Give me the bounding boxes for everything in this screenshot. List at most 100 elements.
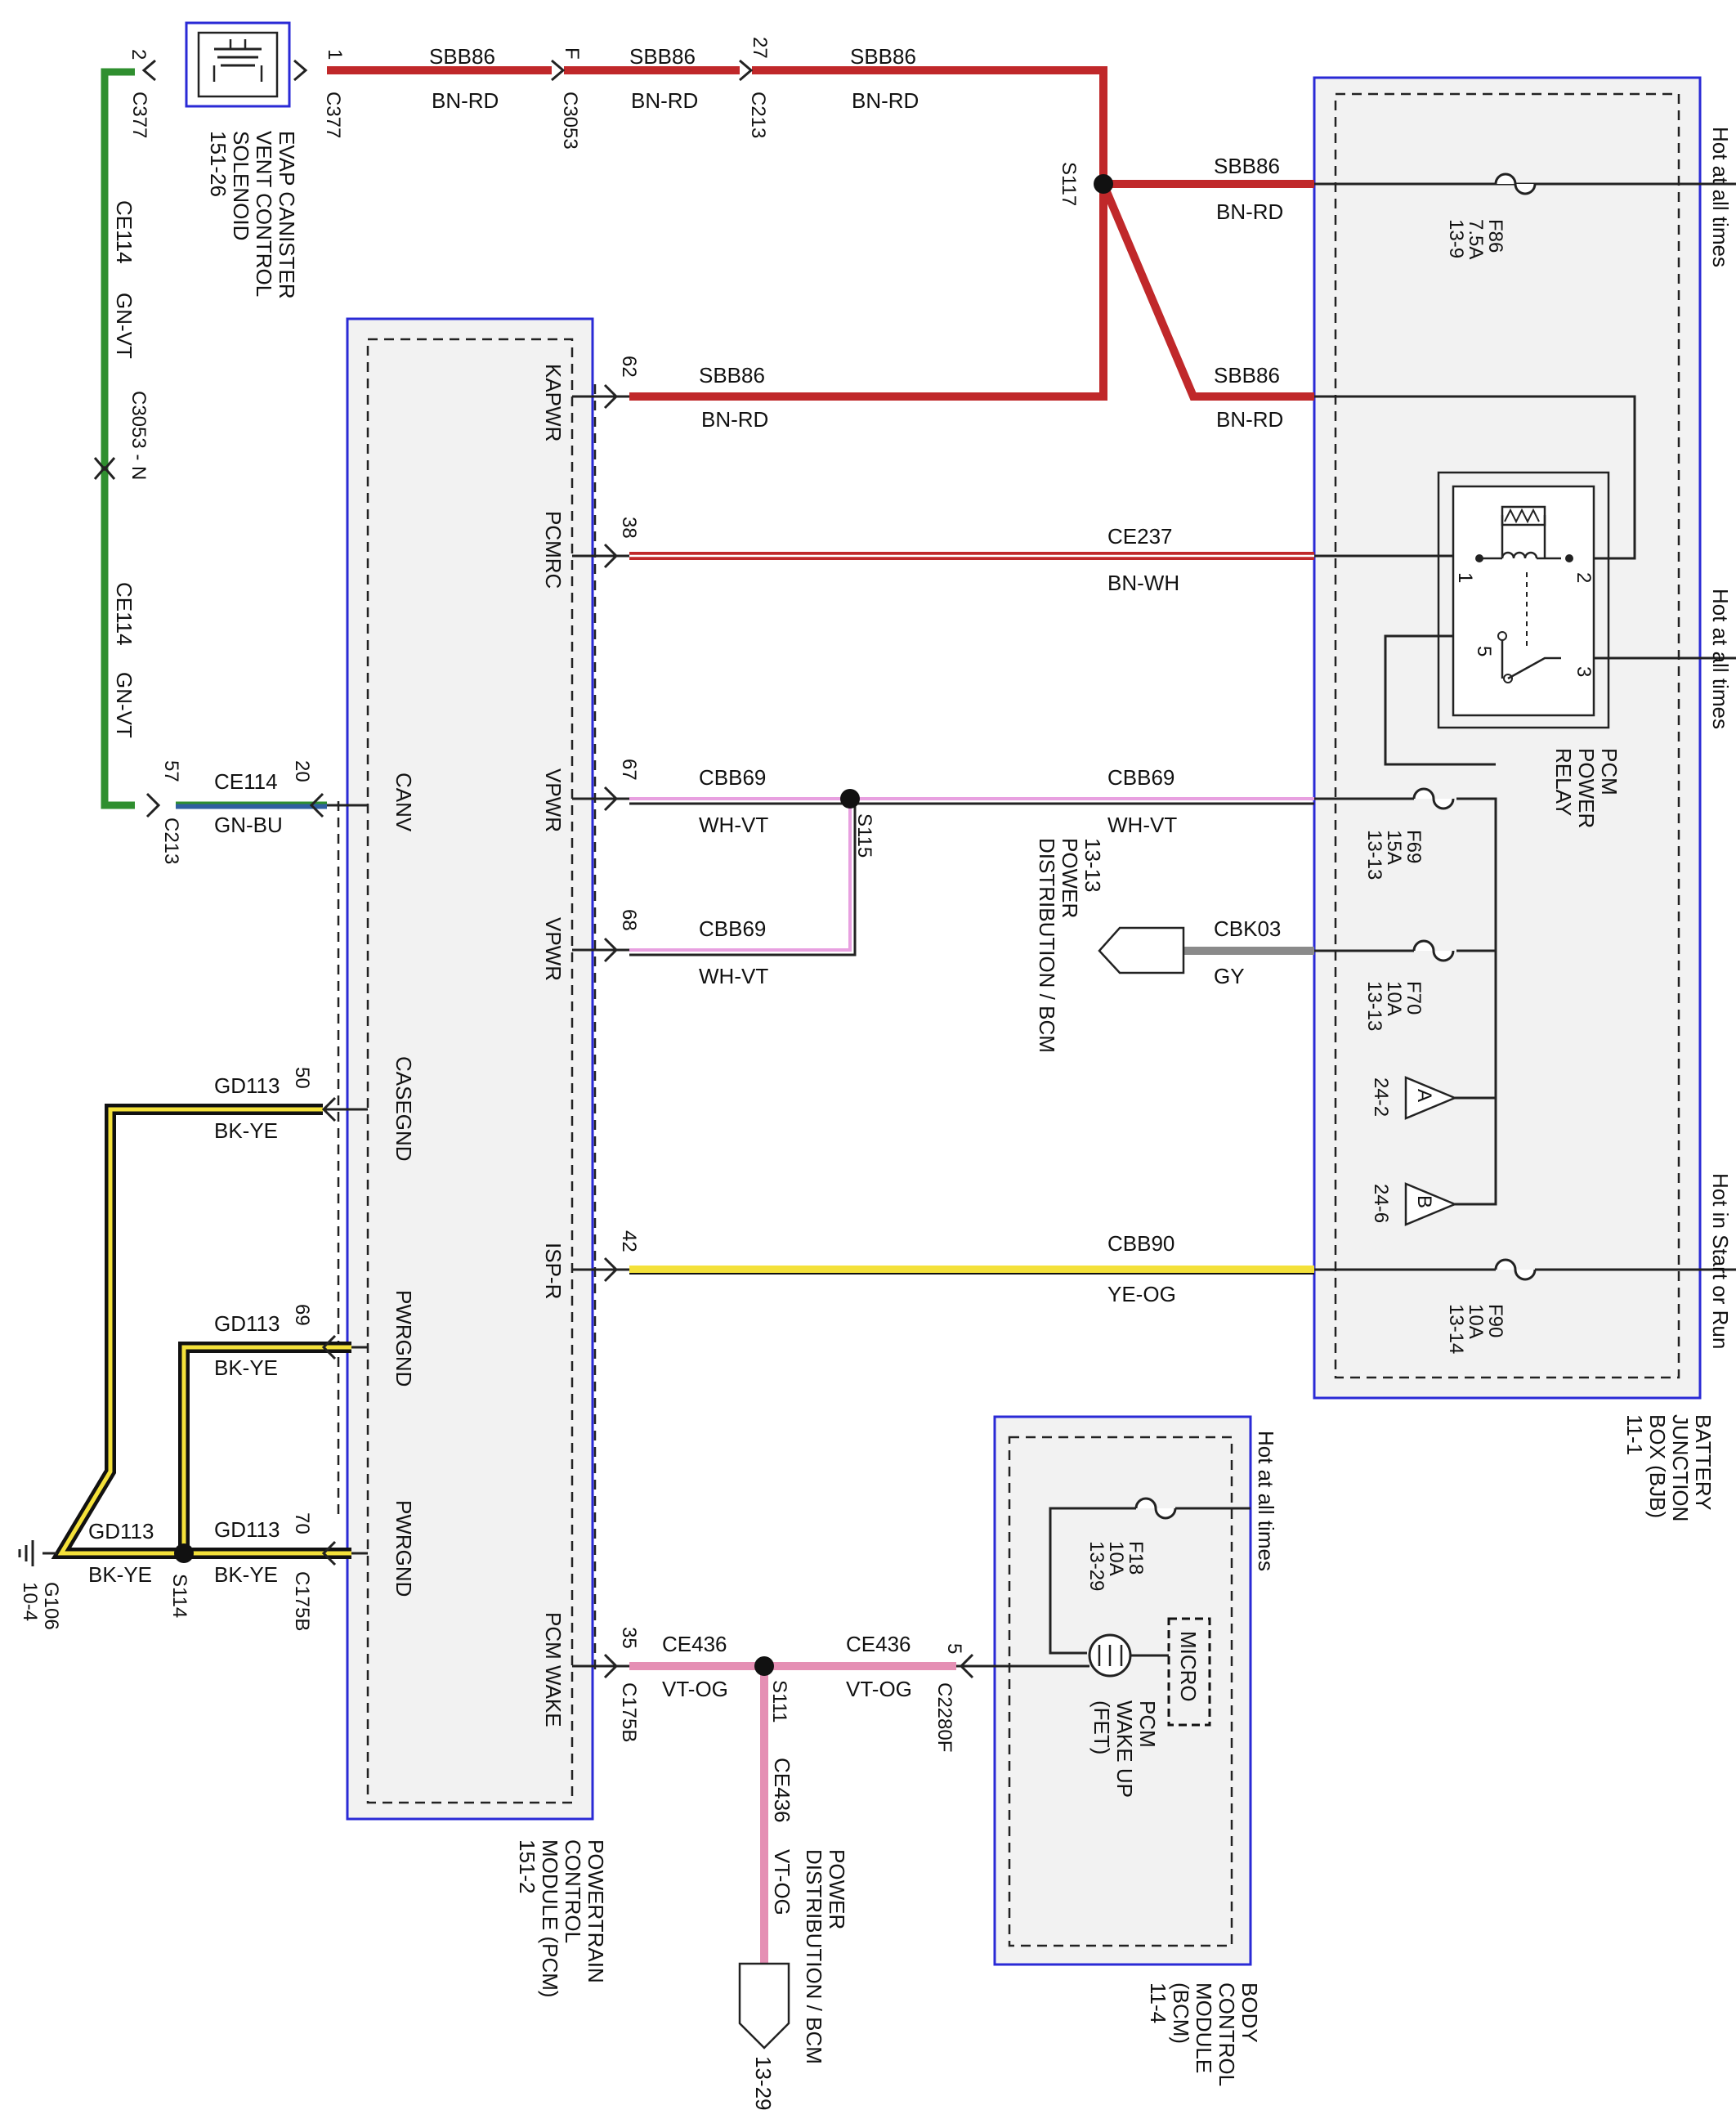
splice-dots — [174, 174, 1113, 1676]
ref-tri-a-page: 24-2 — [1370, 1077, 1392, 1117]
pcm-module — [346, 317, 594, 1821]
ref-tri-b: B — [1413, 1195, 1435, 1208]
wl-bnrd-4: BN-RD — [1216, 199, 1283, 224]
wl-cbb69-3: CBB69 — [699, 916, 766, 941]
pin-num-5: 5 — [943, 1643, 965, 1654]
fuse-labels: F867.5A13-9 F6915A13-13 F7010A13-13 F901… — [1085, 219, 1506, 1591]
pin-pwrgnd-1: PWRGND — [391, 1290, 416, 1387]
wl-sbb86-3: SBB86 — [850, 44, 916, 69]
pin-num-20: 20 — [291, 760, 313, 782]
bcm-internal — [956, 1507, 1251, 1727]
relay-pin-3: 3 — [1573, 666, 1595, 677]
fuse-f90: F9010A13-14 — [1445, 1304, 1506, 1354]
ref-pd2: POWERDISTRIBUTION / BCM — [802, 1849, 849, 2064]
ref-tri-b-page: 24-6 — [1370, 1184, 1392, 1223]
wl-bnrd-5: BN-RD — [701, 407, 768, 432]
pin-num-38: 38 — [618, 517, 640, 539]
wire-ce114-vert — [101, 68, 135, 809]
wl-ce114-3: CE114 — [112, 582, 136, 646]
conn-c3053-n: C3053 - N — [128, 391, 150, 480]
wl-bkye-4: BK-YE — [88, 1562, 152, 1587]
reference-shapes — [738, 926, 1185, 2050]
ground-label: G106 10-4 — [19, 1582, 62, 1635]
pin-num-70: 70 — [291, 1512, 313, 1534]
wl-ce237: CE237 — [1107, 524, 1173, 549]
relay-pin-5: 5 — [1473, 646, 1495, 656]
wl-bkye-2: BK-YE — [214, 1355, 278, 1380]
wl-whvt-2: WH-VT — [1107, 813, 1177, 837]
fet-label: PCM WAKE UP (FET) — [1089, 1700, 1160, 1803]
fuse-f18: F1810A13-29 — [1085, 1541, 1147, 1591]
power-hot-2: Hot at all times — [1708, 589, 1733, 729]
pin-num-35: 35 — [618, 1627, 640, 1649]
wl-gnvt-1: GN-VT — [112, 293, 136, 359]
pin-num-1: 1 — [324, 49, 346, 60]
wl-sbb86-5: SBB86 — [699, 363, 765, 388]
bcm-module — [993, 1415, 1252, 1966]
pin-num-68: 68 — [618, 909, 640, 931]
wl-gd113-1: GD113 — [214, 1073, 280, 1098]
wl-cbb69-2: CBB69 — [1107, 765, 1174, 790]
fuse-f69: F6915A13-13 — [1363, 830, 1425, 880]
pcm-pin-stubs — [323, 395, 629, 1668]
splice-s117: S117 — [1058, 162, 1080, 206]
pin-numbers: 62 38 67 68 42 35 20 57 50 69 70 2 1 F 2… — [128, 37, 965, 1654]
evap-label: EVAP CANISTER VENT CONTROL SOLENOID 151-… — [206, 131, 299, 305]
conn-c175b-2: C175B — [618, 1682, 640, 1742]
ref-pd2-page: 13-29 — [751, 2056, 776, 2111]
splice-s111: S111 — [768, 1680, 790, 1723]
relay-label: PCM POWER RELAY — [1551, 748, 1622, 834]
wire-sbb86-diag — [1099, 182, 1314, 401]
conn-c3053: C3053 — [559, 92, 581, 150]
wl-gnvt-2: GN-VT — [112, 672, 136, 738]
wl-yeog: YE-OG — [1107, 1282, 1176, 1306]
wl-vtog-3: VT-OG — [770, 1849, 794, 1915]
wl-whvt-1: WH-VT — [699, 813, 768, 837]
wl-gy: GY — [1214, 964, 1245, 988]
micro-label: MICRO — [1176, 1631, 1201, 1702]
wl-bnrd-1: BN-RD — [432, 88, 499, 113]
conn-c213-a: C213 — [747, 92, 769, 138]
pin-num-69: 69 — [291, 1304, 313, 1326]
pin-num-57: 57 — [160, 760, 182, 782]
wire-sbb86-kapwr — [629, 184, 1107, 401]
wl-ce436-3: CE436 — [770, 1758, 794, 1823]
wl-ce114-1: CE114 — [214, 769, 278, 794]
pin-num-27: 27 — [749, 37, 771, 59]
wl-sbb86-1: SBB86 — [429, 44, 495, 69]
wire-cbb69-down — [629, 799, 852, 952]
wl-ce436-2: CE436 — [846, 1632, 911, 1656]
wire-sbb86-top — [327, 66, 1314, 401]
wl-bnrd-2: BN-RD — [631, 88, 698, 113]
pin-num-2: 2 — [128, 49, 150, 60]
pin-pwrgnd-2: PWRGND — [391, 1500, 416, 1597]
pin-num-50: 50 — [291, 1067, 313, 1089]
fuse-symbols — [1134, 172, 1537, 1520]
wl-gd113-4: GD113 — [88, 1519, 154, 1543]
bjb-label: BATTERY JUNCTION BOX (BJB) 11-1 — [1622, 1414, 1716, 1528]
power-hot-bcm: Hot at all times — [1254, 1431, 1278, 1571]
connector-arrows — [93, 59, 974, 1679]
wl-vtog-2: VT-OG — [846, 1677, 912, 1701]
pin-pcmwake: PCM WAKE — [541, 1612, 566, 1727]
fuse-f86: F867.5A13-9 — [1445, 219, 1506, 259]
fuse-f70: F7010A13-13 — [1363, 981, 1425, 1031]
wire-labels: SBB86 BN-RD SBB86 BN-RD SBB86 BN-RD SBB8… — [88, 44, 1283, 1915]
wl-gnbu: GN-BU — [214, 813, 283, 837]
wl-whvt-3: WH-VT — [699, 964, 768, 988]
wl-gd113-3: GD113 — [214, 1517, 280, 1542]
wl-cbb90: CBB90 — [1107, 1231, 1174, 1256]
pcm-pin-names: KAPWR PCMRC VPWR VPWR ISP-R PCM WAKE CAN… — [391, 364, 566, 1727]
pin-ispr: ISP-R — [541, 1243, 566, 1299]
pin-num-f: F — [561, 47, 583, 60]
conn-c377-a: C377 — [128, 92, 150, 138]
pin-num-67: 67 — [618, 759, 640, 781]
pcm-label: POWERTRAIN CONTROL MODULE (PCM) 151-2 — [515, 1839, 608, 2004]
wl-bkye-1: BK-YE — [214, 1118, 278, 1143]
bjb-module — [1313, 76, 1702, 1400]
wl-bnrd-3: BN-RD — [852, 88, 919, 113]
triangle-refs — [1404, 1076, 1458, 1226]
pin-vpwr-1: VPWR — [541, 768, 566, 832]
